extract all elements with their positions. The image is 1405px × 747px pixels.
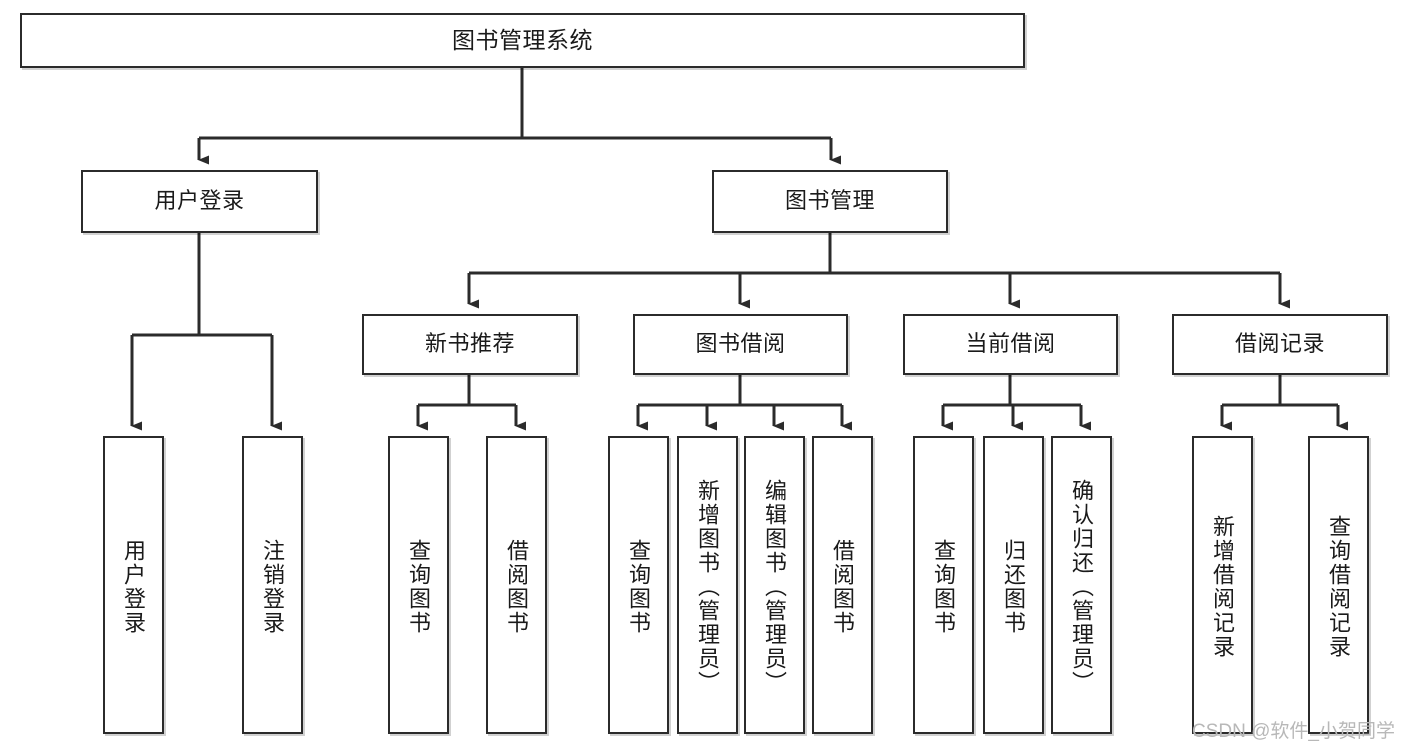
node-current-borrow-label: 当前借阅 (965, 331, 1056, 357)
node-leaf-user-login-label: 用户登录 (121, 539, 147, 635)
node-leaf-query-book-3[interactable]: 查询图书 (913, 436, 974, 734)
node-user-login-label: 用户登录 (154, 188, 245, 214)
node-user-login[interactable]: 用户登录 (81, 170, 318, 233)
node-new-book-recommend-label: 新书推荐 (424, 331, 515, 357)
node-leaf-return-book-label: 归还图书 (1001, 539, 1027, 635)
node-leaf-edit-book-label: 编辑图书（管理员） (762, 479, 788, 695)
node-leaf-return-book[interactable]: 归还图书 (983, 436, 1044, 734)
node-new-book-recommend[interactable]: 新书推荐 (362, 314, 578, 375)
node-leaf-query-book-3-label: 查询图书 (931, 539, 957, 635)
node-leaf-query-record-label: 查询借阅记录 (1326, 515, 1352, 659)
node-leaf-add-book[interactable]: 新增图书（管理员） (677, 436, 738, 734)
node-book-manage-label: 图书管理 (784, 188, 875, 214)
node-leaf-add-record-label: 新增借阅记录 (1210, 515, 1236, 659)
node-book-borrow-label: 图书借阅 (695, 331, 786, 357)
node-leaf-add-book-label: 新增图书（管理员） (695, 479, 721, 695)
node-leaf-confirm-return-label: 确认归还（管理员） (1069, 479, 1095, 695)
node-current-borrow[interactable]: 当前借阅 (903, 314, 1118, 375)
node-leaf-query-book-1-label: 查询图书 (406, 539, 432, 635)
node-borrow-record-label: 借阅记录 (1234, 331, 1325, 357)
node-leaf-edit-book[interactable]: 编辑图书（管理员） (744, 436, 805, 734)
node-root[interactable]: 图书管理系统 (20, 13, 1025, 68)
node-leaf-query-book-2[interactable]: 查询图书 (608, 436, 669, 734)
node-leaf-logout-login-label: 注销登录 (260, 539, 286, 635)
node-leaf-borrow-book-2-label: 借阅图书 (830, 539, 856, 635)
node-leaf-query-record[interactable]: 查询借阅记录 (1308, 436, 1369, 734)
node-leaf-confirm-return[interactable]: 确认归还（管理员） (1051, 436, 1112, 734)
node-leaf-logout-login[interactable]: 注销登录 (242, 436, 303, 734)
node-book-borrow[interactable]: 图书借阅 (633, 314, 848, 375)
node-leaf-user-login[interactable]: 用户登录 (103, 436, 164, 734)
node-leaf-borrow-book-1-label: 借阅图书 (504, 539, 530, 635)
node-leaf-borrow-book-2[interactable]: 借阅图书 (812, 436, 873, 734)
node-leaf-query-book-2-label: 查询图书 (626, 539, 652, 635)
node-leaf-borrow-book-1[interactable]: 借阅图书 (486, 436, 547, 734)
node-book-manage[interactable]: 图书管理 (712, 170, 948, 233)
node-leaf-query-book-1[interactable]: 查询图书 (388, 436, 449, 734)
node-root-label: 图书管理系统 (452, 26, 593, 53)
node-leaf-add-record[interactable]: 新增借阅记录 (1192, 436, 1253, 734)
node-borrow-record[interactable]: 借阅记录 (1172, 314, 1388, 375)
